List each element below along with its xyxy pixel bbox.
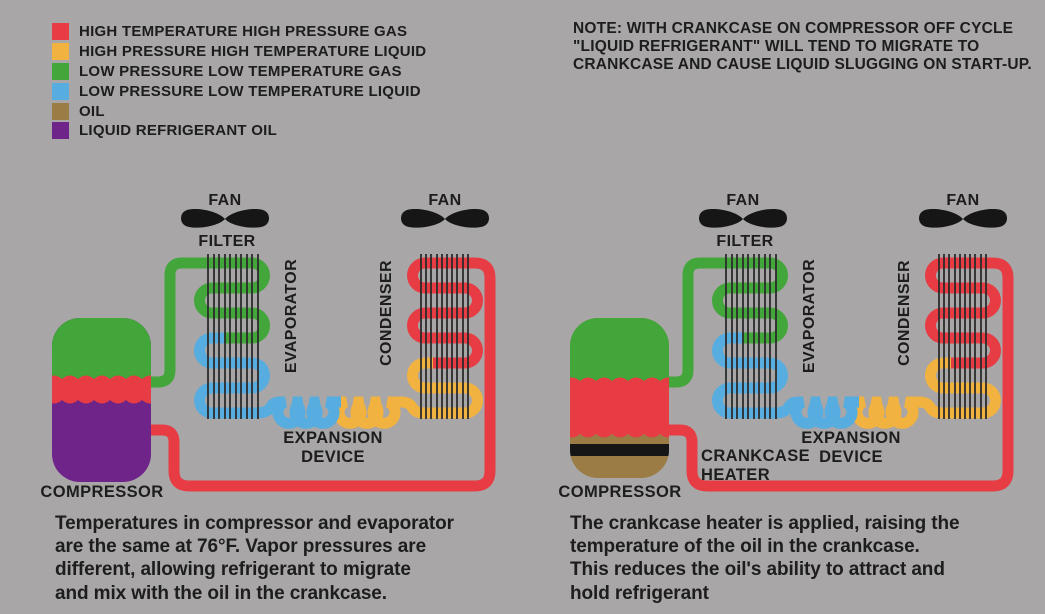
caption-line: This reduces the oil's ability to attrac…	[570, 559, 945, 581]
legend-item-label: LOW PRESSURE LOW TEMPERATURE GAS	[79, 62, 402, 80]
legend-item-label: OIL	[79, 102, 105, 120]
legend-item: LIQUID REFRIGERANT OIL	[52, 121, 426, 141]
note-line: CRANKCASE AND CAUSE LIQUID SLUGGING ON S…	[573, 56, 1032, 74]
crankcase-heater-band	[570, 444, 669, 456]
tank-left-gas-layer	[52, 318, 151, 380]
legend-item-label: HIGH PRESSURE HIGH TEMPERATURE LIQUID	[79, 43, 427, 61]
caption-line: hold refrigerant	[570, 582, 709, 604]
crankcase-heater-label-line1: CRANKCASE	[701, 447, 810, 465]
crankcase-heater-label-line2: HEATER	[701, 466, 770, 484]
tank-left-hot-band	[52, 375, 151, 404]
tank-right-hot-band	[570, 377, 669, 438]
legend-swatch-purple	[52, 122, 69, 140]
legend-item-label: LIQUID REFRIGERANT OIL	[79, 122, 277, 140]
legend-swatch-blue	[52, 82, 69, 100]
legend-item-label: HIGH TEMPERATURE HIGH PRESSURE GAS	[79, 23, 408, 41]
legend-swatch-brown	[52, 102, 69, 120]
caption-line: The crankcase heater is applied, raising…	[570, 513, 960, 534]
caption-line: different, allowing refrigerant to migra…	[55, 559, 411, 581]
legend-item: LOW PRESSURE LOW TEMPERATURE GAS	[52, 62, 426, 82]
legend-item: HIGH TEMPERATURE HIGH PRESSURE GAS	[52, 22, 426, 42]
caption-line: and mix with the oil in the crankcase.	[55, 582, 387, 604]
compressor-tank-left	[52, 318, 151, 482]
note-line: "LIQUID REFRIGERANT" WILL TEND TO MIGRAT…	[573, 38, 980, 56]
compressor-tank-right	[570, 318, 669, 478]
legend-swatch-green	[52, 62, 69, 80]
note-block: NOTE: WITH CRANKCASE ON COMPRESSOR OFF C…	[573, 20, 1032, 75]
caption-line: are the same at 76°F. Vapor pressures ar…	[55, 536, 427, 558]
tank-right-gas-layer	[570, 318, 669, 382]
note-line: NOTE: WITH CRANKCASE ON COMPRESSOR OFF C…	[573, 20, 1014, 37]
legend-item: OIL	[52, 101, 426, 121]
legend-swatch-red	[52, 23, 69, 41]
caption-left: Temperatures in compressor and evaporato…	[55, 512, 454, 605]
caption-line: temperature of the oil in the crankcase.	[570, 536, 920, 558]
caption-line: Temperatures in compressor and evaporato…	[55, 513, 454, 534]
caption-right: The crankcase heater is applied, raising…	[570, 512, 960, 605]
legend-swatch-orange	[52, 43, 69, 61]
legend: HIGH TEMPERATURE HIGH PRESSURE GAS HIGH …	[52, 22, 426, 141]
legend-item: HIGH PRESSURE HIGH TEMPERATURE LIQUID	[52, 42, 426, 62]
legend-item: LOW PRESSURE LOW TEMPERATURE LIQUID	[52, 81, 426, 101]
legend-item-label: LOW PRESSURE LOW TEMPERATURE LIQUID	[79, 82, 421, 100]
